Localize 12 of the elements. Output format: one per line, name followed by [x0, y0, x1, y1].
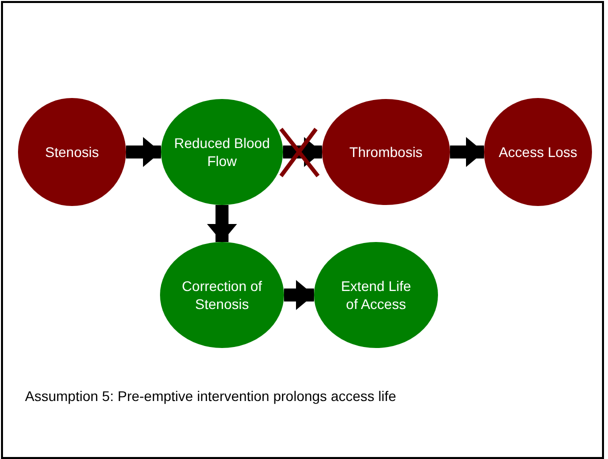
block-arrow — [126, 137, 161, 167]
node-label: Stenosis — [45, 143, 99, 161]
block-arrow — [283, 137, 322, 167]
block-arrow — [450, 137, 484, 167]
node-label: Correction of Stenosis — [180, 277, 264, 313]
node-label: Thrombosis — [349, 143, 423, 161]
note-text: Assumption 5: Pre-emptive intervention prolongs access life — [25, 388, 396, 404]
block-arrow — [207, 205, 237, 242]
node-label: Extend Life of Access — [340, 277, 412, 313]
node-label: Access Loss — [498, 143, 578, 161]
block-arrow — [284, 280, 314, 310]
node-label: Reduced Blood Flow — [173, 134, 271, 170]
